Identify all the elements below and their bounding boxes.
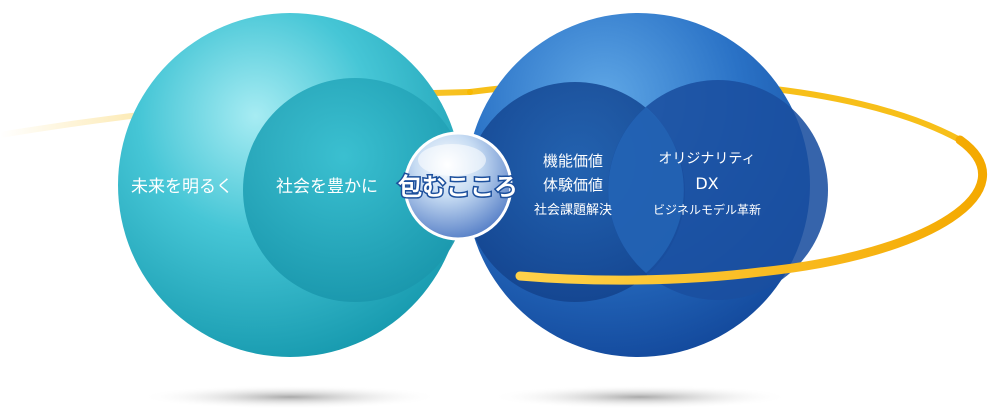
- outer-right-line-3: ビジネルモデル革新: [653, 202, 761, 217]
- inner-overlap-right: [608, 107, 684, 273]
- inner-right-line-3: 社会課題解決: [534, 202, 612, 218]
- center-circle-gloss: [418, 144, 486, 176]
- orbit-ring-front: [515, 135, 987, 285]
- inner-right-line-2: 体験価値: [543, 176, 603, 194]
- inner-left-label: 社会を豊かに: [276, 177, 378, 197]
- outer-right-line-2: DX: [695, 174, 718, 193]
- shadow-left: [140, 385, 440, 409]
- inner-circle-left: [243, 78, 467, 302]
- inner-right-line-1: 機能価値: [543, 152, 603, 170]
- center-label: 包むこころ: [398, 173, 518, 201]
- outer-left-label: 未来を明るく: [131, 177, 233, 197]
- outer-right-line-1: オリジナリティ: [658, 151, 755, 167]
- shadow-right: [490, 385, 790, 409]
